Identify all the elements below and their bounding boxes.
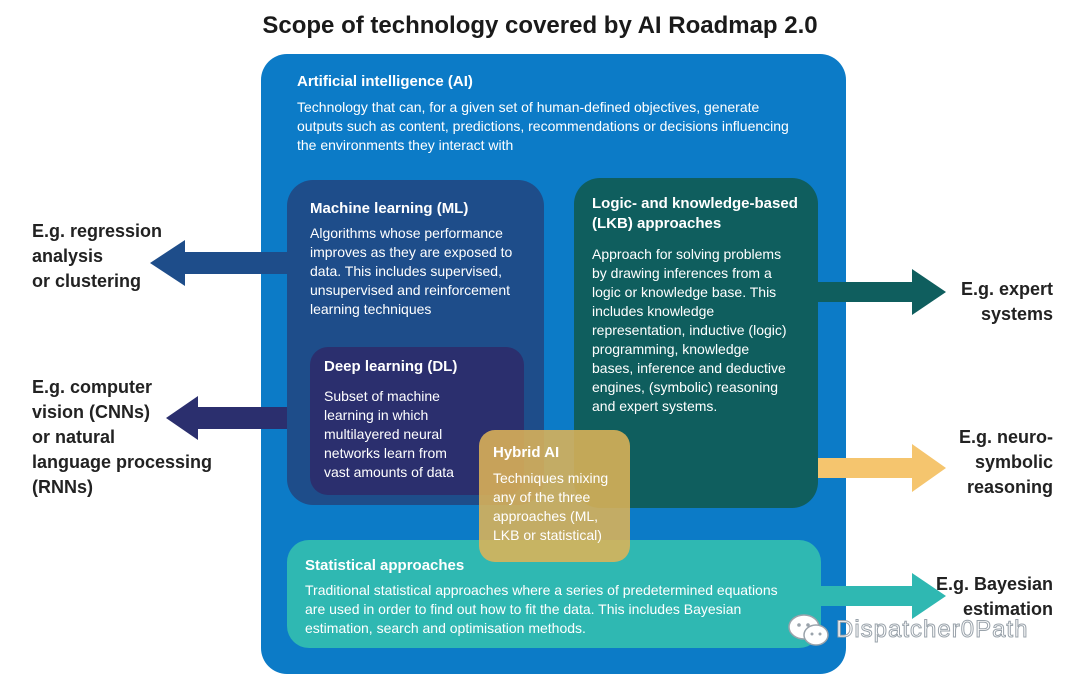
hybrid-heading: Hybrid AI — [493, 444, 560, 461]
example-ml-line: E.g. regression — [32, 221, 163, 241]
example-lkb-line: E.g. expert — [960, 279, 1053, 299]
ml-line: improves as they are exposed to — [310, 244, 513, 260]
ai-description: Technology that can, for a given set of … — [297, 98, 837, 155]
example-hybrid-line: symbolic — [974, 452, 1053, 472]
lkb-line: bases, inference and deductive — [592, 360, 786, 376]
lkb-line: representation, inductive (logic) — [592, 322, 787, 338]
example-dl-line: or natural — [32, 427, 116, 447]
stat-line: are used in order to find out how to fit… — [305, 601, 742, 617]
hybrid-description: Techniques mixing any of the three appro… — [493, 469, 628, 545]
ai-line: Technology that can, for a given set of … — [297, 99, 760, 115]
stat-description: Traditional statistical approaches where… — [305, 581, 815, 638]
hybrid-line: Techniques mixing — [493, 470, 609, 486]
example-hybrid-line: reasoning — [966, 477, 1053, 497]
example-lkb-line: systems — [980, 304, 1053, 324]
hybrid-line: any of the three — [493, 489, 591, 505]
ai-line: outputs such as content, predictions, re… — [297, 118, 789, 134]
example-hybrid: E.g. neuro- symbolic reasoning — [880, 425, 1053, 500]
lkb-line: Approach for solving problems — [592, 246, 782, 262]
lkb-description: Approach for solving problems by drawing… — [592, 245, 812, 416]
ml-heading: Machine learning (ML) — [310, 200, 469, 217]
ml-description: Algorithms whose performance improves as… — [310, 224, 535, 319]
lkb-line: and expert systems. — [592, 398, 718, 414]
lkb-line: logic or knowledge base. This — [592, 284, 777, 300]
example-lkb: E.g. expert systems — [880, 277, 1053, 327]
example-ml: E.g. regression analysis or clustering — [32, 219, 162, 294]
example-stat-line: estimation — [962, 599, 1053, 619]
lkb-line: programming, knowledge — [592, 341, 750, 357]
ml-line: unsupervised and reinforcement — [310, 282, 511, 298]
hybrid-line: approaches (ML, — [493, 508, 599, 524]
example-stat-line: E.g. Bayesian — [935, 574, 1053, 594]
example-dl-line: (RNNs) — [32, 477, 93, 497]
stat-heading: Statistical approaches — [305, 557, 465, 574]
arrow-stat — [815, 573, 946, 619]
hybrid-box — [479, 430, 630, 562]
ml-line: learning techniques — [310, 301, 432, 317]
example-dl-line: language processing — [32, 452, 213, 472]
stat-line: estimation, search and optimisation meth… — [305, 620, 586, 636]
lkb-line: by drawing inferences from a — [592, 265, 772, 281]
lkb-heading-line: (LKB) approaches — [592, 215, 722, 232]
arrow-ml — [150, 240, 290, 286]
dl-line: vast amounts of data — [324, 464, 454, 480]
example-ml-line: or clustering — [32, 271, 142, 291]
dl-line: networks learn from — [324, 445, 447, 461]
watermark-text: Dispatcher0Path — [835, 616, 1029, 644]
dl-line: learning in which — [324, 407, 429, 423]
dl-line: Subset of machine — [324, 388, 440, 404]
example-stat: E.g. Bayesian estimation — [880, 572, 1053, 622]
example-ml-line: analysis — [32, 246, 104, 266]
lkb-heading-line: Logic- and knowledge-based — [592, 195, 798, 212]
ai-line: the environments they interact with — [297, 137, 514, 153]
lkb-heading: Logic- and knowledge-based (LKB) approac… — [592, 194, 798, 234]
arrow-lkb — [810, 269, 946, 315]
ai-heading: Artificial intelligence (AI) — [297, 73, 473, 90]
example-hybrid-line: E.g. neuro- — [959, 427, 1053, 447]
dl-heading: Deep learning (DL) — [324, 358, 458, 375]
ml-line: Algorithms whose performance — [310, 225, 503, 241]
lkb-line: includes knowledge — [592, 303, 715, 319]
lkb-line: engines, (symbolic) reasoning — [592, 379, 778, 395]
wechat-icon — [788, 614, 829, 646]
hybrid-line: LKB or statistical) — [493, 527, 602, 543]
ml-line: data. This includes supervised, — [310, 263, 502, 279]
example-dl-line: E.g. computer — [32, 377, 153, 397]
stat-line: Traditional statistical approaches where… — [305, 582, 778, 598]
example-dl-line: vision (CNNs) — [32, 402, 151, 422]
dl-line: multilayered neural — [324, 426, 443, 442]
arrow-dl — [166, 396, 312, 440]
dl-description: Subset of machine learning in which mult… — [324, 387, 519, 482]
diagram-title: Scope of technology covered by AI Roadma… — [262, 12, 818, 39]
example-dl: E.g. computer vision (CNNs) or natural l… — [32, 375, 212, 500]
